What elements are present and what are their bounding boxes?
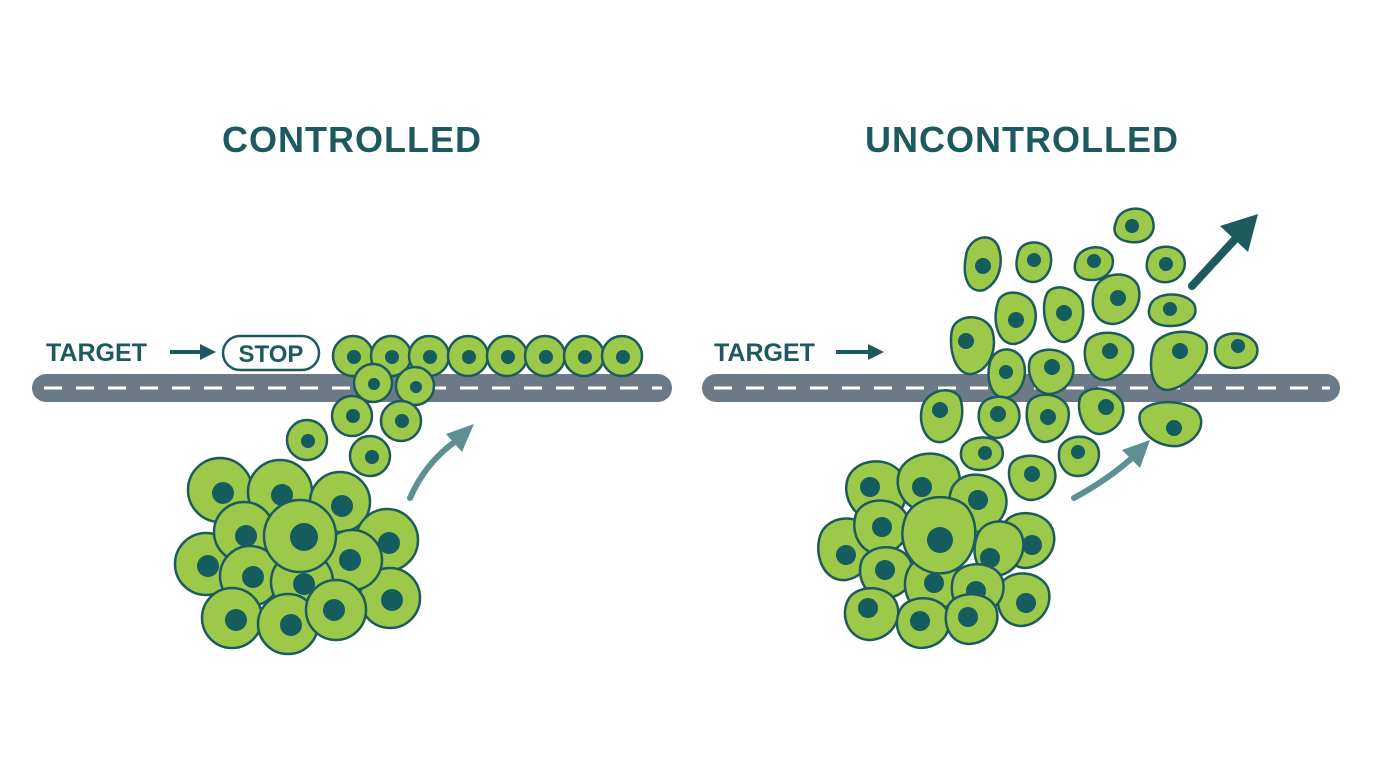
cell xyxy=(944,593,999,646)
panel-title-uncontrolled: UNCONTROLLED xyxy=(865,119,1179,160)
target-label-uncontrolled: TARGET xyxy=(714,339,815,367)
cell xyxy=(1027,348,1075,396)
cell xyxy=(994,291,1037,346)
cell-row-stopped xyxy=(331,334,644,378)
cell xyxy=(977,395,1021,440)
cell xyxy=(1213,332,1259,370)
cell-cluster-controlled xyxy=(173,456,422,656)
cell xyxy=(1057,435,1101,478)
growth-arrow-icon xyxy=(1188,214,1258,290)
cell xyxy=(1042,286,1085,344)
cell xyxy=(352,362,394,404)
stop-badge: STOP xyxy=(221,334,321,372)
cell xyxy=(348,434,392,478)
cell xyxy=(1077,387,1125,436)
cell xyxy=(523,334,567,378)
cell xyxy=(407,334,451,378)
cell xyxy=(285,418,329,462)
cell xyxy=(485,334,529,378)
target-label-controlled: TARGET xyxy=(46,339,147,367)
cells-migrating-controlled xyxy=(285,362,436,478)
cell xyxy=(959,436,1005,472)
cell xyxy=(394,365,436,407)
road-controlled xyxy=(32,374,672,402)
cell xyxy=(963,236,1002,292)
cell xyxy=(330,394,374,438)
cell xyxy=(1025,393,1071,444)
cell xyxy=(901,495,977,575)
cell xyxy=(1015,241,1053,284)
cell xyxy=(1083,331,1135,382)
growth-arrow-icon xyxy=(1071,440,1150,501)
cell xyxy=(1073,246,1115,282)
right-arrow-icon xyxy=(836,344,884,360)
growth-arrow-icon xyxy=(407,424,474,501)
cells-escaping xyxy=(919,207,1259,502)
cell xyxy=(949,316,996,376)
cell xyxy=(446,334,490,378)
cell xyxy=(987,348,1027,400)
right-arrow-icon xyxy=(170,344,216,360)
cell xyxy=(1149,330,1209,392)
cell xyxy=(200,586,264,650)
stop-badge-label: STOP xyxy=(239,341,304,368)
cell xyxy=(379,399,423,443)
cell xyxy=(973,520,1025,578)
cell xyxy=(262,498,338,574)
panel-title-controlled: CONTROLLED xyxy=(222,119,482,160)
cell xyxy=(1113,207,1155,244)
cell xyxy=(843,587,900,642)
cell-cluster-uncontrolled xyxy=(817,452,1056,650)
cell xyxy=(1007,454,1057,502)
cell xyxy=(562,334,606,378)
cell xyxy=(919,389,964,444)
cell xyxy=(358,566,422,630)
cell xyxy=(600,334,644,378)
cell xyxy=(996,572,1051,628)
cell xyxy=(1138,400,1203,448)
cell xyxy=(853,499,910,556)
panel-controlled: CONTROLLED TARGET STOP xyxy=(32,119,672,656)
cell xyxy=(304,578,368,642)
cell xyxy=(895,597,951,650)
cell xyxy=(1091,273,1141,326)
cell xyxy=(320,528,384,592)
cell xyxy=(1147,293,1197,328)
cell xyxy=(1145,245,1187,284)
panel-uncontrolled: UNCONTROLLED TARGET xyxy=(702,119,1340,650)
